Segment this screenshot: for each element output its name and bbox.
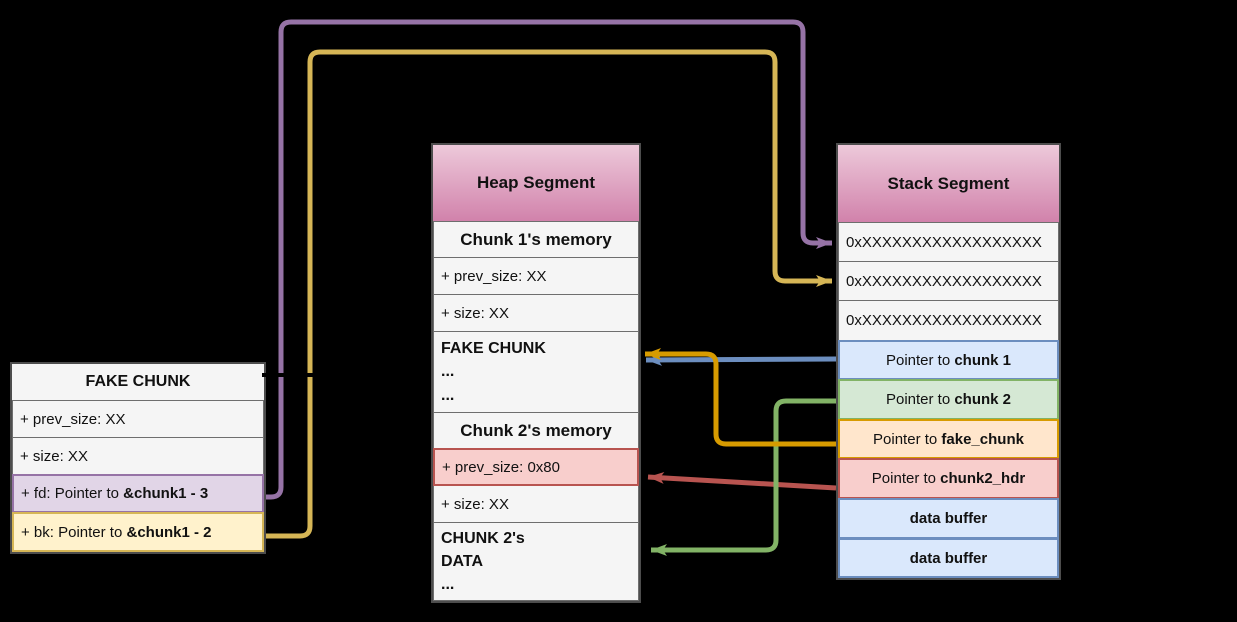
- stack-pointer-fake-chunk-label: Pointer to fake_chunk: [873, 430, 1024, 448]
- stack-pointer-chunk2-row: Pointer to chunk 2: [838, 379, 1059, 420]
- stack-pointer-chunk1-row: Pointer to chunk 1: [838, 340, 1059, 380]
- chunk2-pointer-arrow: [651, 398, 836, 556]
- fake-chunk-pointer-arrow: [645, 348, 836, 447]
- heap-segment-title: Heap Segment: [433, 145, 639, 221]
- stack-pointer-chunk2-hdr-label: Pointer to chunk2_hdr: [871, 470, 1026, 487]
- heap-chunk1-prev-size-label: + prev_size: XX: [441, 267, 547, 285]
- heap-fake-chunk-line2: ...: [441, 363, 455, 381]
- heap-chunk2-data-line3: ...: [441, 576, 455, 594]
- stack-pointer-fake-chunk-row: Pointer to fake_chunk: [838, 419, 1059, 459]
- fake-chunk-bk-row: + bk: Pointer to &chunk1 - 2: [12, 512, 264, 552]
- heap-chunk2-size-row: + size: XX: [433, 485, 639, 523]
- heap-chunk2-size-label: + size: XX: [441, 495, 509, 513]
- fake-chunk-size-label: + size: XX: [20, 447, 88, 465]
- stack-pointer-chunk2-hdr-row: Pointer to chunk2_hdr: [838, 458, 1059, 499]
- heap-fake-chunk-line1: FAKE CHUNK: [441, 340, 546, 358]
- heap-segment-table: Heap Segment Chunk 1's memory + prev_siz…: [431, 143, 641, 603]
- heap-chunk2-prev-size-row: + prev_size: 0x80: [433, 448, 639, 486]
- stack-segment-title: Stack Segment: [838, 145, 1059, 222]
- heap-fake-chunk-row: FAKE CHUNK ... ...: [433, 331, 639, 413]
- stack-address-row-2: 0xXXXXXXXXXXXXXXXXXX: [838, 261, 1059, 301]
- heap-chunk1-size-row: + size: XX: [433, 294, 639, 332]
- heap-chunk1-prev-size-row: + prev_size: XX: [433, 257, 639, 295]
- heap-chunk1-size-label: + size: XX: [441, 304, 509, 322]
- fake-chunk-prev-size-label: + prev_size: XX: [20, 410, 126, 428]
- heap-fake-chunk-line3: ...: [441, 386, 455, 404]
- stack-address-2: 0xXXXXXXXXXXXXXXXXXX: [846, 272, 1042, 290]
- heap-chunk1-memory-row: Chunk 1's memory: [433, 221, 639, 258]
- fake-chunk-table: FAKE CHUNK + prev_size: XX + size: XX + …: [10, 362, 266, 554]
- fake-chunk-table-title: FAKE CHUNK: [12, 364, 264, 400]
- fake-chunk-prev-size-row: + prev_size: XX: [12, 400, 264, 438]
- fake-chunk-fd-row: + fd: Pointer to &chunk1 - 3: [12, 474, 264, 513]
- stack-data-buffer-label-2: data buffer: [909, 549, 988, 567]
- stack-address-3: 0xXXXXXXXXXXXXXXXXXX: [846, 312, 1042, 329]
- stack-data-buffer-label-1: data buffer: [909, 510, 988, 527]
- fake-chunk-fd-label: + fd: Pointer to &chunk1 - 3: [21, 485, 209, 502]
- stack-data-buffer-row-2: data buffer: [838, 538, 1059, 578]
- heap-chunk2-prev-size-label: + prev_size: 0x80: [442, 458, 560, 476]
- stack-pointer-chunk1-label: Pointer to chunk 1: [885, 351, 1012, 369]
- stack-address-row-3: 0xXXXXXXXXXXXXXXXXXX: [838, 300, 1059, 341]
- stack-pointer-chunk2-label: Pointer to chunk 2: [885, 391, 1012, 408]
- heap-chunk2-memory-row: Chunk 2's memory: [433, 412, 639, 449]
- fake-chunk-size-row: + size: XX: [12, 437, 264, 475]
- heap-chunk2-memory-label: Chunk 2's memory: [460, 420, 612, 440]
- heap-chunk2-data-line1: CHUNK 2's: [441, 529, 525, 547]
- stack-data-buffer-row-1: data buffer: [838, 498, 1059, 539]
- heap-chunk2-data-line2: DATA: [441, 552, 484, 570]
- heap-chunk2-data-row: CHUNK 2's DATA ...: [433, 522, 639, 601]
- stack-address-row-1: 0xXXXXXXXXXXXXXXXXXX: [838, 222, 1059, 262]
- stack-address-1: 0xXXXXXXXXXXXXXXXXXX: [846, 233, 1042, 251]
- heap-chunk1-memory-label: Chunk 1's memory: [460, 229, 612, 249]
- stack-segment-table: Stack Segment 0xXXXXXXXXXXXXXXXXXX 0xXXX…: [836, 143, 1061, 580]
- chunk2-hdr-pointer-arrow: [647, 471, 837, 491]
- fake-chunk-bk-label: + bk: Pointer to &chunk1 - 2: [21, 523, 212, 541]
- chunk1-pointer-arrow: [645, 353, 837, 366]
